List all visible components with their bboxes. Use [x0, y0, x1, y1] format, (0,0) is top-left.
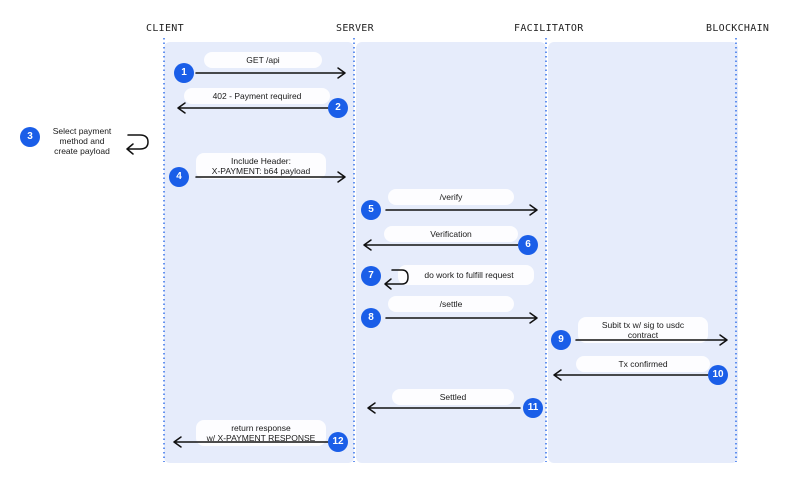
step-10-label-bg — [576, 356, 710, 372]
lane-panel-client — [164, 42, 354, 463]
step-8-badge — [361, 308, 381, 328]
step-5-badge — [361, 200, 381, 220]
step-2-label-bg — [184, 88, 330, 104]
step-11-badge — [523, 398, 543, 418]
step-3-loop-arrow — [126, 134, 149, 155]
step-5-arrow — [385, 204, 538, 216]
column-label-facilitator: FACILITATOR — [514, 23, 584, 34]
step-2-label: 402 - Payment required — [212, 91, 302, 101]
step-10-arrow — [553, 369, 709, 381]
step-8-label-bg — [388, 296, 514, 312]
step-12-number: 12 — [332, 436, 344, 447]
step-2-badge — [328, 98, 348, 118]
step-6-number: 6 — [525, 239, 531, 250]
column-label-client: CLIENT — [146, 23, 184, 34]
step-3-label: Select payment method and create payload — [52, 126, 112, 156]
step-5-label: /verify — [439, 192, 463, 202]
step-12-badge — [328, 432, 348, 452]
step-1-arrow — [195, 67, 346, 79]
step-11-arrow — [367, 402, 521, 414]
step-4-label: Include Header: X-PAYMENT: b64 payload — [211, 156, 311, 176]
lane-panel-server — [356, 42, 546, 463]
lane-panel-facilitator — [548, 42, 738, 463]
step-5-label-bg — [388, 189, 514, 205]
step-10-number: 10 — [712, 369, 724, 380]
step-11-label-bg — [392, 389, 514, 405]
step-6-arrow — [363, 239, 519, 251]
step-9-badge — [551, 330, 571, 350]
step-10-badge — [708, 365, 728, 385]
step-1-number: 1 — [181, 67, 187, 78]
step-9-number: 9 — [558, 334, 564, 345]
step-5-number: 5 — [368, 204, 374, 215]
step-8-arrow — [385, 312, 538, 324]
step-7-loop-arrow — [384, 269, 409, 290]
step-1-badge — [174, 63, 194, 83]
step-4-arrow — [195, 171, 346, 183]
step-7-label: do work to fulfill request — [424, 270, 514, 280]
step-2-number: 2 — [335, 102, 341, 113]
step-11-number: 11 — [527, 402, 539, 413]
step-8-number: 8 — [368, 312, 374, 323]
step-3-badge — [20, 127, 40, 147]
step-7-number: 7 — [368, 270, 374, 281]
step-9-arrow — [575, 334, 728, 346]
step-4-number: 4 — [176, 171, 182, 182]
step-2-arrow — [177, 102, 331, 114]
step-6-label-bg — [384, 226, 518, 242]
column-label-server: SERVER — [336, 23, 374, 34]
step-7-badge — [361, 266, 381, 286]
step-9-label: Subit tx w/ sig to usdc contract — [601, 320, 685, 340]
step-4-label-bg — [196, 153, 326, 179]
step-8-label: /settle — [439, 299, 463, 309]
step-6-label: Verification — [430, 229, 472, 239]
column-label-blockchain: BLOCKCHAIN — [706, 23, 770, 34]
step-1-label: GET /api — [246, 55, 280, 65]
step-12-arrow — [173, 436, 331, 448]
step-12-label: return response w/ X-PAYMENT RESPONSE — [206, 423, 316, 443]
step-12-label-bg — [196, 420, 326, 446]
step-4-badge — [169, 167, 189, 187]
step-7-label-bg — [398, 265, 534, 285]
step-1-label-bg — [204, 52, 322, 68]
step-11-label: Settled — [439, 392, 467, 402]
step-10-label: Tx confirmed — [618, 359, 668, 369]
step-6-badge — [518, 235, 538, 255]
step-3-number: 3 — [27, 131, 33, 142]
step-9-label-bg — [578, 317, 708, 343]
